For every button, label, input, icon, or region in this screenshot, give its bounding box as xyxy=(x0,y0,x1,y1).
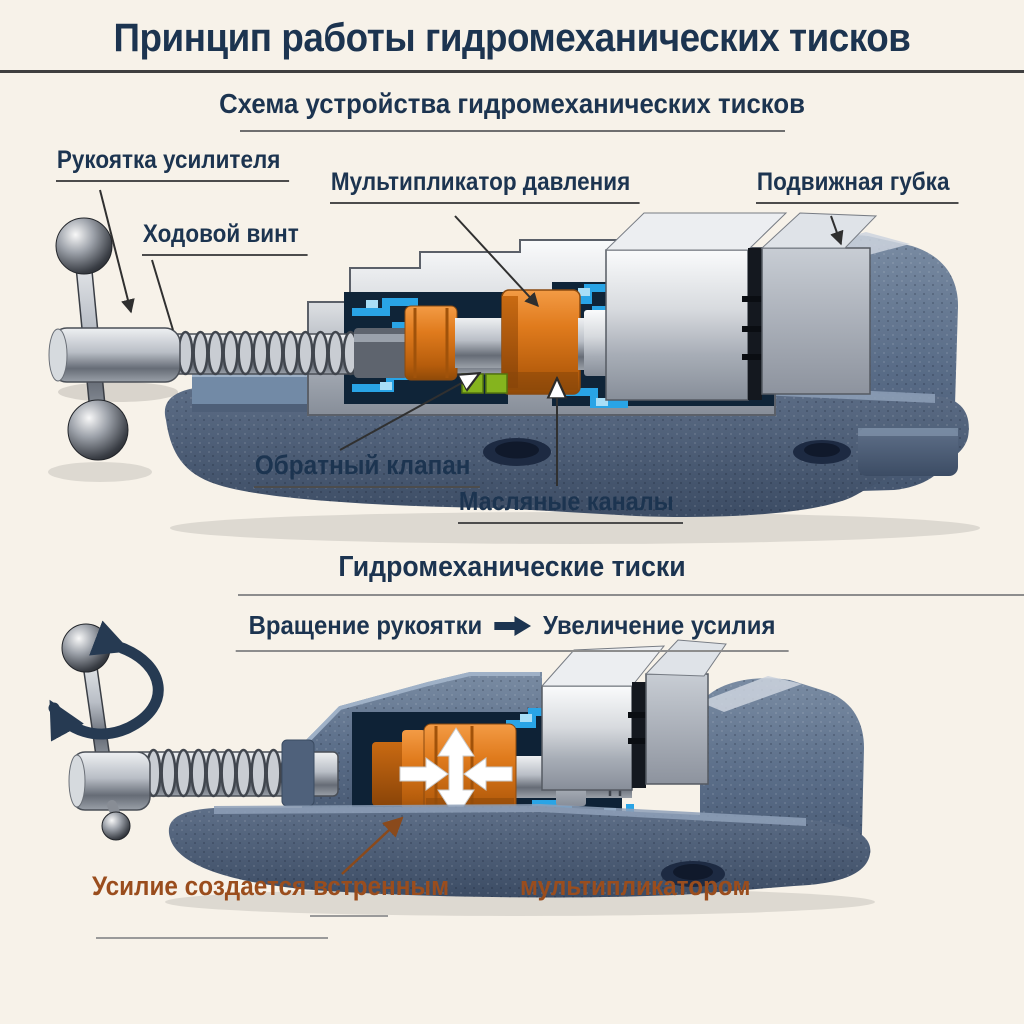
leader-caption xyxy=(341,816,404,875)
vise-cutaway-top xyxy=(48,189,980,544)
label-lead-screw: Ходовой винт xyxy=(142,220,326,256)
leader-booster-handle xyxy=(99,189,135,314)
jaws xyxy=(604,212,878,401)
right-force-arrow xyxy=(399,757,449,791)
booster-handle xyxy=(48,217,181,461)
left-force-arrow xyxy=(463,757,513,791)
label-movable-jaw: Подвижная губка xyxy=(756,168,981,204)
process-cause: Вращение рукоятки xyxy=(248,610,483,640)
rotation-arrow xyxy=(48,620,164,742)
jaws-2 xyxy=(540,639,727,791)
leader-movable-jaw xyxy=(830,215,844,246)
scheme-subtitle-underline xyxy=(240,130,785,132)
fixed-rear-body-2 xyxy=(700,676,864,876)
leader-lead-screw xyxy=(151,259,174,331)
vise-bottom xyxy=(48,620,875,939)
leader-check-valve xyxy=(339,374,478,451)
force-caption-line2: мультипликатором xyxy=(520,871,751,901)
vise-bottom-shadow xyxy=(165,888,875,916)
process-effect: Увеличение усилия xyxy=(542,610,776,640)
lead-screw-2 xyxy=(133,739,339,807)
label-oil-channels: Масляные каналы xyxy=(458,486,708,524)
label-booster-handle: Рукоятка усилителя xyxy=(56,146,315,182)
section2-subtitle: Гидромеханические тиски xyxy=(338,551,686,583)
page-title: Принцип работы гидромеханических тисков xyxy=(113,16,911,60)
leader-pressure-multiplier xyxy=(454,215,539,308)
slide-body-2 xyxy=(302,672,542,830)
vise-base-2 xyxy=(168,804,871,898)
force-caption-line1: Усилие создается встренным xyxy=(92,871,450,901)
label-check-valve: Обратный клапан xyxy=(254,450,505,488)
title-divider xyxy=(0,70,1024,73)
section2-divider xyxy=(238,594,1024,596)
force-arrows xyxy=(399,727,513,819)
label-pressure-multiplier: Мультипликатор давления xyxy=(330,168,674,204)
leader-lines-top xyxy=(99,189,844,486)
pressure-multiplier xyxy=(404,289,581,395)
process-statement: Вращение рукоятки Увеличение усилия xyxy=(235,610,789,652)
scheme-subtitle: Схема устройства гидромеханических тиско… xyxy=(219,88,805,119)
vise-top-shadow xyxy=(170,512,980,544)
force-caption: Усилие создается встренным мультипликато… xyxy=(92,870,776,903)
right-arrow-icon xyxy=(494,615,532,636)
